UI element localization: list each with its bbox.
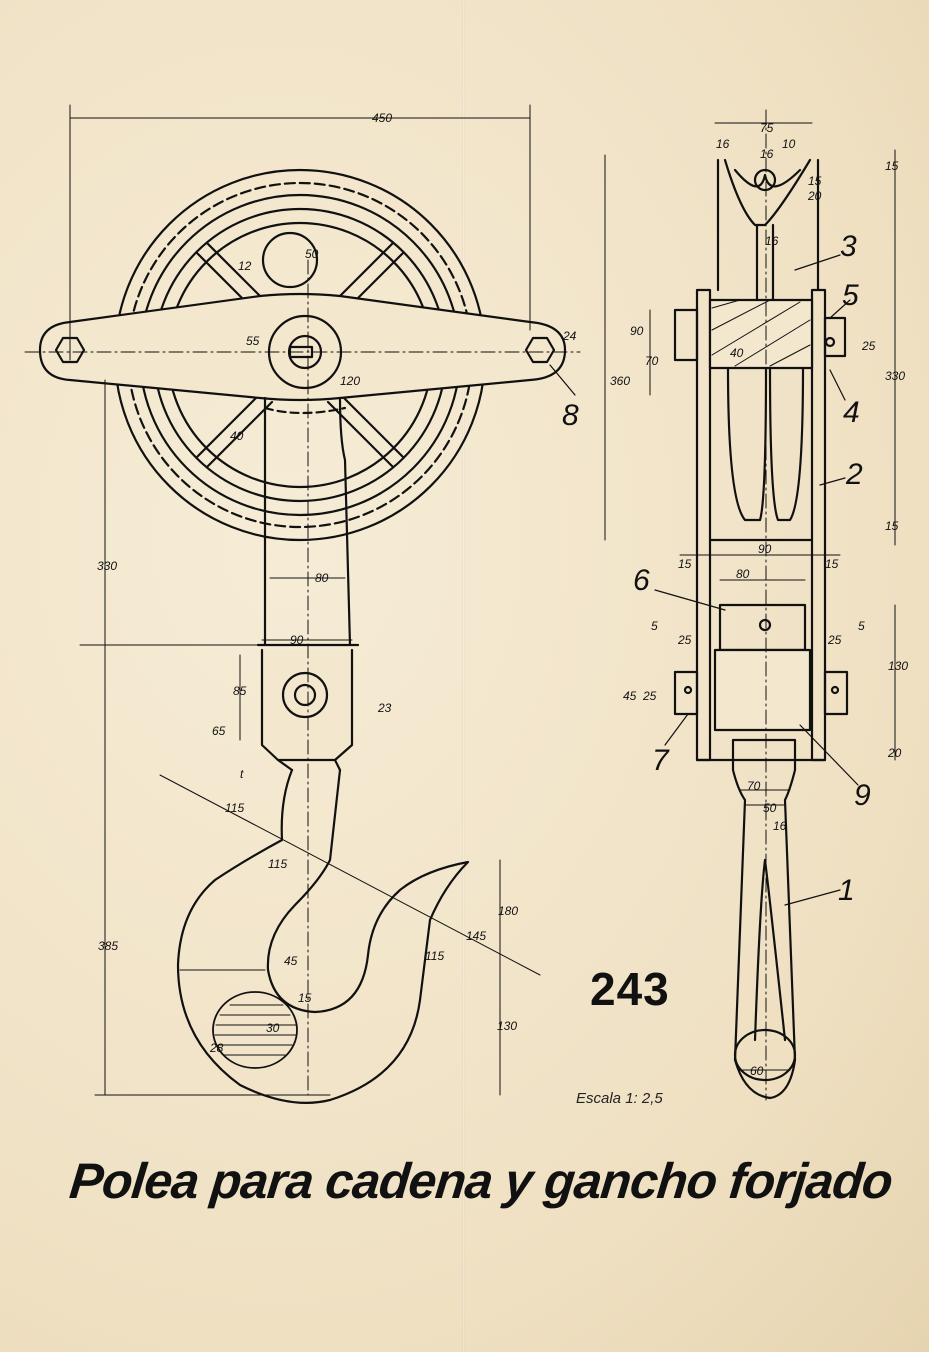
- dim-label: 90: [630, 324, 644, 338]
- dim-label: 90: [290, 633, 304, 647]
- dim-label: 80: [736, 567, 750, 581]
- part-label-7: 7: [652, 744, 670, 777]
- dim-label: 115: [425, 949, 444, 963]
- part-label-2: 2: [845, 458, 863, 491]
- dim-label: 130: [888, 659, 908, 673]
- dim-label: 25: [861, 339, 876, 353]
- dim-label: 15: [678, 557, 692, 571]
- part-label-4: 4: [843, 396, 860, 429]
- dim-label: 385: [98, 939, 118, 953]
- dimension-lines: [24, 104, 896, 1101]
- dim-label: 450: [372, 111, 392, 125]
- dim-label: 360: [610, 374, 630, 388]
- pulley-side-view: [673, 158, 849, 762]
- dim-label: 23: [377, 701, 392, 715]
- dim-label: 30: [266, 1021, 280, 1035]
- dim-label: 20: [887, 746, 902, 760]
- dim-label: t: [240, 767, 244, 781]
- dim-label: 16: [760, 147, 774, 161]
- dim-label: 25: [677, 633, 692, 647]
- dim-label: 40: [730, 346, 744, 360]
- dim-label: 15: [885, 159, 899, 173]
- dim-label: 115: [225, 801, 244, 815]
- part-label-9: 9: [854, 779, 871, 812]
- dim-label: 15: [298, 991, 312, 1005]
- dim-label: 145: [466, 929, 486, 943]
- part-label-8: 8: [562, 399, 579, 432]
- dim-label: 45: [284, 954, 298, 968]
- dim-label: 5: [651, 619, 658, 633]
- dim-label: 12: [238, 259, 252, 273]
- dim-label: 24: [562, 329, 577, 343]
- dim-label: 15: [825, 557, 839, 571]
- hook-shank-side-view: [731, 738, 797, 1100]
- part-label-1: 1: [838, 874, 855, 907]
- dim-label: 65: [212, 724, 226, 738]
- dim-label: 16: [716, 137, 730, 151]
- dim-label: 330: [885, 369, 905, 383]
- part-label-3: 3: [840, 230, 857, 263]
- hook-front-view: [176, 396, 470, 1104]
- dimension-values: 450 50 12 55 120 40 330 80 90 85 65 23 2…: [97, 111, 908, 1078]
- dim-label: 60: [750, 1064, 764, 1078]
- part-numbers: 1 2 3 4 5 6 7 8 9: [562, 230, 871, 907]
- dim-label: 180: [498, 904, 518, 918]
- part-label-6: 6: [633, 564, 650, 597]
- dim-label: 16: [773, 819, 787, 833]
- dim-label: 90: [758, 542, 772, 556]
- dim-label: 70: [747, 779, 761, 793]
- scale-note: Escala 1: 2,5: [576, 1090, 663, 1107]
- dim-label: 15: [808, 174, 822, 188]
- dim-label: 130: [497, 1019, 517, 1033]
- dim-label: 25: [642, 689, 657, 703]
- dim-label: 115: [268, 857, 287, 871]
- dim-label: 28: [209, 1041, 224, 1055]
- dim-label: 120: [340, 374, 360, 388]
- dim-label: 330: [97, 559, 117, 573]
- dim-label: 50: [305, 247, 319, 261]
- dim-label: 75: [760, 121, 774, 135]
- sheet-title: Polea para cadena y gancho forjado: [67, 1153, 895, 1209]
- dim-label: 80: [315, 571, 329, 585]
- dim-label: 20: [807, 189, 822, 203]
- part-label-5: 5: [842, 279, 859, 312]
- dim-label: 40: [230, 429, 244, 443]
- dim-label: 10: [782, 137, 796, 151]
- dim-label: 25: [827, 633, 842, 647]
- dim-label: 55: [246, 334, 260, 348]
- leader-lines: [549, 254, 859, 906]
- sheet-number: 243: [590, 963, 670, 1015]
- dim-label: 85: [233, 684, 247, 698]
- dim-label: 5: [858, 619, 865, 633]
- dim-label: 70: [645, 354, 659, 368]
- dim-label: 45: [623, 689, 637, 703]
- dim-label: 16: [765, 234, 779, 248]
- dim-label: 15: [885, 519, 899, 533]
- dim-label: 50: [763, 801, 777, 815]
